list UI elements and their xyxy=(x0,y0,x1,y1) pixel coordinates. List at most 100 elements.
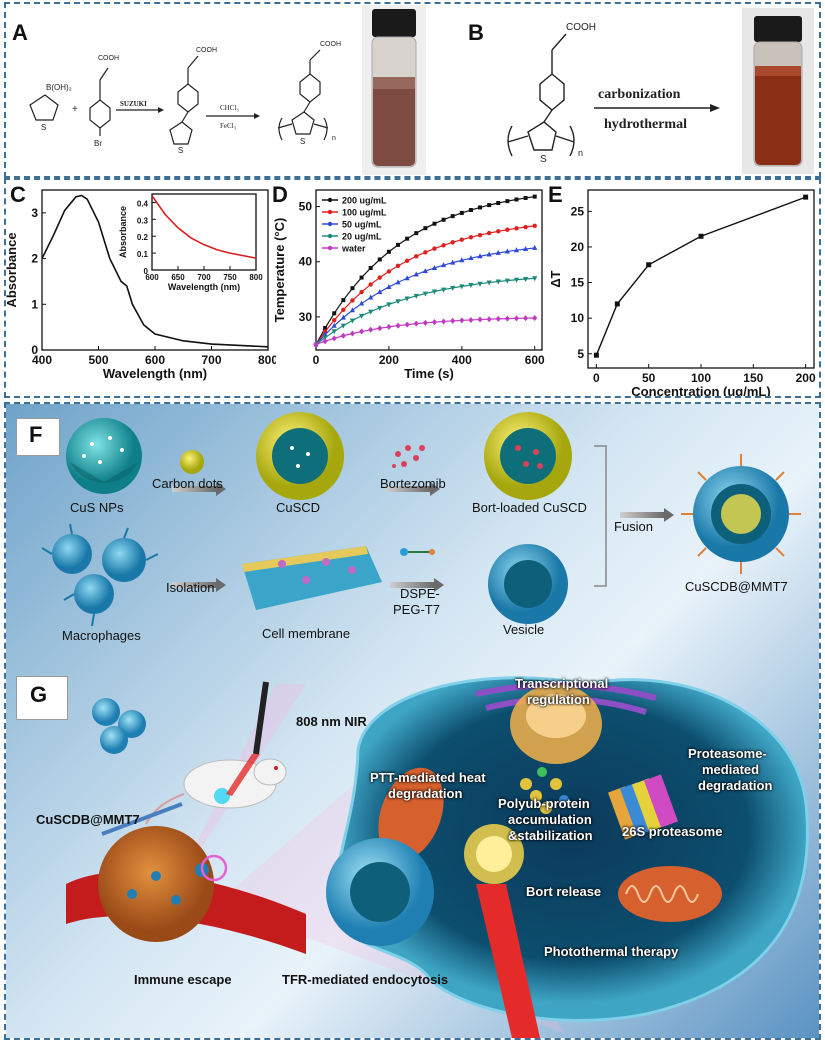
dspe-peg-t7 xyxy=(400,548,435,556)
chart-d-point xyxy=(331,335,337,342)
chart-d-point xyxy=(477,316,483,323)
panel-f-letter-box xyxy=(16,418,60,456)
chart-d-point xyxy=(404,258,410,264)
chart-d-legend-marker xyxy=(327,209,333,215)
chart-c-inset-y-tick-label: 0.2 xyxy=(137,233,149,242)
product1-s: S xyxy=(178,146,183,155)
label-transcription-2: regulation xyxy=(527,692,590,707)
chart-d-point xyxy=(395,279,401,285)
chart-e-point xyxy=(593,352,599,358)
chart-d-point xyxy=(414,231,419,236)
chart-d-point xyxy=(404,275,410,281)
chart-d-point xyxy=(504,315,510,322)
chart-d-point xyxy=(522,276,529,282)
product2-n: n xyxy=(332,135,336,142)
thiophene-s-1: S xyxy=(41,123,46,132)
carbon-dot xyxy=(180,450,204,474)
chart-e-y-tick-label: 20 xyxy=(571,240,585,254)
chart-d-point xyxy=(440,318,447,325)
chart-d-point xyxy=(413,293,419,299)
chart-d-point xyxy=(331,329,337,335)
product2-cooh: COOH xyxy=(320,41,341,48)
panel-f-illustration xyxy=(41,412,801,627)
panel-ab-frame xyxy=(4,2,821,178)
chart-d-point xyxy=(477,281,483,287)
chart-c-x-tick-label: 500 xyxy=(88,353,108,367)
panel-b-cooh: COOH xyxy=(566,22,596,33)
label-g-nanoparticle: CuSCDB@MMT7 xyxy=(36,812,140,827)
chart-e-point xyxy=(646,262,652,268)
chart-d-point xyxy=(395,322,401,329)
chart-d-x-tick-label: 400 xyxy=(452,353,472,367)
chart-d-point xyxy=(368,326,374,333)
chart-c-inset-y-tick-label: 0.1 xyxy=(137,250,149,259)
label-cuscd: CuSCD xyxy=(276,500,321,515)
label-fusion: Fusion xyxy=(614,519,654,534)
chart-e-x-tick-label: 0 xyxy=(593,371,600,385)
chart-d-point xyxy=(377,288,383,294)
label-bortezomib: Bortezomib xyxy=(380,476,446,491)
chart-d-point xyxy=(331,322,337,328)
chart-d-point xyxy=(386,249,391,254)
np-cluster xyxy=(92,698,146,754)
chart-d-x-tick-label: 0 xyxy=(313,353,320,367)
chart-d-point xyxy=(322,335,328,341)
chart-d-point xyxy=(459,284,465,290)
chart-d-point xyxy=(450,259,456,265)
chart-c-inset-x-tick-label: 750 xyxy=(223,273,237,282)
label-polyub-1: Polyub-protein xyxy=(498,796,590,811)
chart-d-point xyxy=(350,298,355,303)
chart-d-point xyxy=(513,247,520,253)
label-26s: 26S proteasome xyxy=(622,824,723,839)
chart-c-inset-x-tick-label: 600 xyxy=(145,273,159,282)
mitochondrion-right xyxy=(618,866,722,922)
chart-d-point xyxy=(332,317,337,323)
chart-d-point xyxy=(514,226,519,231)
chart-d-point xyxy=(349,307,356,313)
label-bort-loaded: Bort-loaded CuSCD xyxy=(472,500,587,515)
chart-d-legend-marker xyxy=(327,221,333,227)
chart-d-point xyxy=(478,205,483,210)
chart-d-point xyxy=(450,240,455,245)
chart-d-point xyxy=(459,210,464,215)
chart-d-point xyxy=(487,203,492,208)
chart-d-legend-marker xyxy=(327,233,333,239)
chcl3-label: CHCl₃ xyxy=(220,104,239,112)
chart-d-point xyxy=(340,314,346,320)
chart-d-x-axis-label: Time (s) xyxy=(404,366,454,381)
chart-d-point xyxy=(532,276,538,282)
chart-d-point xyxy=(477,232,483,238)
chart-d-point xyxy=(459,237,465,242)
bortezomib-molecules xyxy=(392,445,425,468)
chart-d-point xyxy=(504,278,510,284)
vial-b-photo xyxy=(742,8,814,174)
chart-d-point xyxy=(459,257,465,263)
chart-e-y-tick-label: 15 xyxy=(571,276,585,290)
chart-d-point xyxy=(349,330,356,337)
chart-d-x-tick-label: 200 xyxy=(379,353,399,367)
panel-b-scheme: COOH S n carbonization hydrothermal xyxy=(507,22,720,165)
chart-d-point xyxy=(368,294,374,300)
tumor xyxy=(98,826,214,942)
chart-d-point xyxy=(359,289,364,295)
panel-e-letter: E xyxy=(548,182,563,207)
chart-d-point xyxy=(496,229,501,234)
chart-d-y-axis-label: Temperature (°C) xyxy=(272,218,287,323)
chart-d-point xyxy=(422,319,428,326)
chart-c-x-tick-label: 400 xyxy=(32,353,52,367)
chart-d-legend-label: water xyxy=(341,244,366,254)
chart-d-point xyxy=(386,323,392,330)
laser-beam-cell xyxy=(476,884,540,1038)
panel-g-letter-box xyxy=(16,676,68,720)
chart-d-point xyxy=(495,315,501,322)
chart-e-y-tick-label: 10 xyxy=(571,311,585,325)
label-proteasome-1: Proteasome- xyxy=(688,746,767,761)
chart-d-point xyxy=(532,194,537,199)
chart-d-point xyxy=(468,208,473,213)
chart-d-point xyxy=(432,246,437,251)
chart-d-point xyxy=(404,296,410,302)
chart-d-point xyxy=(340,332,346,339)
thiophene-boronic-acid xyxy=(29,94,59,121)
chart-d-point xyxy=(468,316,474,323)
